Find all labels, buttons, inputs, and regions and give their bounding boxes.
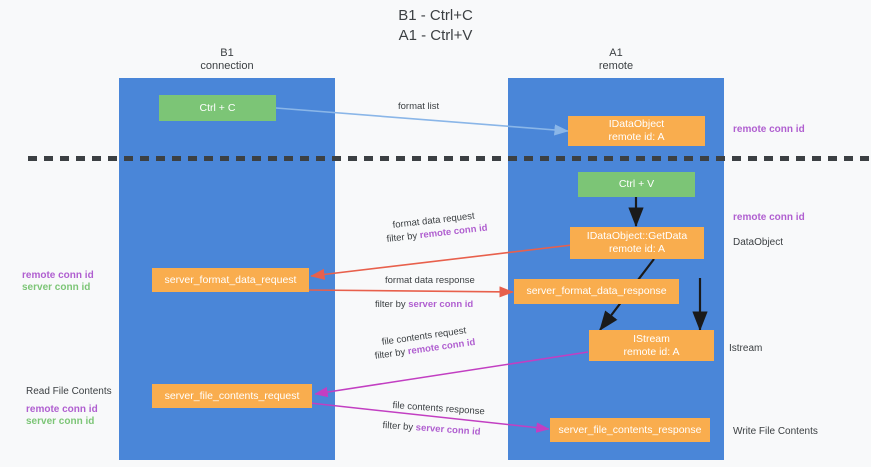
filter-prefix: filter by (375, 299, 409, 310)
annotation-write-file-contents: Write File Contents (733, 426, 818, 437)
lane-heading-a1: A1 remote (598, 47, 634, 72)
filter-prefix: filter by (374, 346, 409, 362)
annotation-left-server-conn-id-bottom: server conn id (26, 416, 95, 427)
annotation-dataobject: DataObject (733, 237, 784, 248)
filter-prefix: filter by (386, 230, 421, 245)
connector-format-data-response (306, 286, 514, 298)
node-idataobject[interactable]: IDataObject remote id: A (568, 116, 705, 146)
node-istream[interactable]: IStream remote id: A (589, 330, 714, 361)
node-idataobject-getdata[interactable]: IDataObject::GetData remote id: A (570, 227, 704, 259)
filter-value: server conn id (415, 422, 481, 438)
annotation-istream: Istream (729, 343, 763, 354)
node-ctrl-c[interactable]: Ctrl + C (159, 95, 276, 121)
annotation-left-remote-conn-id-bottom: remote conn id (26, 404, 98, 415)
annotation-left-server-conn-id: server conn id (22, 282, 91, 293)
node-ctrl-v[interactable]: Ctrl + V (578, 172, 695, 197)
annotation-remote-conn-id-top: remote conn id (733, 124, 805, 135)
node-server-format-data-response[interactable]: server_format_data_response (514, 279, 679, 304)
annotation-read-file-contents: Read File Contents (26, 386, 112, 397)
node-server-file-contents-response[interactable]: server_file_contents_response (550, 418, 710, 442)
node-server-file-contents-request[interactable]: server_file_contents_request (152, 384, 312, 408)
edge-label-file-contents-response-filter: filter by server conn id (382, 419, 481, 439)
edge-label-format-data-response-filter: filter by server conn id (375, 298, 473, 311)
page-title: B1 - Ctrl+C A1 - Ctrl+V (398, 7, 473, 44)
edge-label-format-data-response: format data response (385, 275, 475, 286)
lane-heading-b1: B1 connection (200, 47, 254, 72)
annotation-remote-conn-id-mid: remote conn id (733, 212, 805, 223)
node-server-format-data-request[interactable]: server_format_data_request (152, 268, 309, 292)
section-divider (28, 156, 871, 161)
edge-label-file-contents-response: file contents response (392, 399, 486, 418)
filter-value: server conn id (408, 299, 474, 310)
annotation-left-remote-conn-id: remote conn id (22, 270, 94, 281)
edge-label-format-list: format list (398, 101, 440, 112)
filter-prefix: filter by (382, 419, 417, 434)
